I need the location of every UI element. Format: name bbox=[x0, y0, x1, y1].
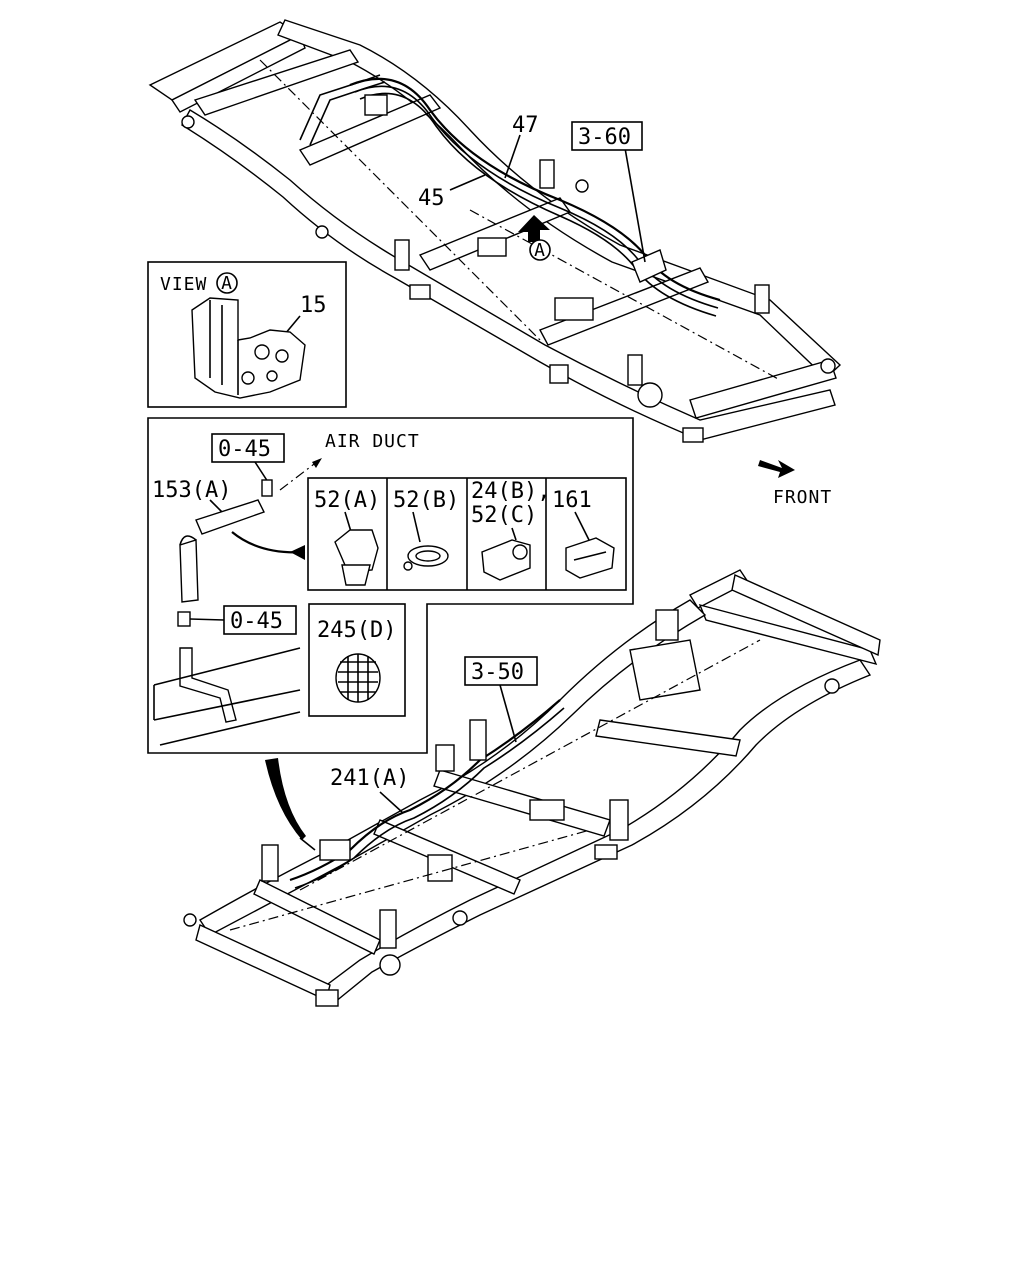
grommet-box: 245(D) bbox=[308, 603, 406, 717]
view-circle-marker: A bbox=[221, 273, 233, 294]
leader-3-50 bbox=[499, 684, 517, 743]
label-24b-line1: 24(B), bbox=[471, 479, 550, 504]
view-a-marker: A bbox=[534, 240, 546, 261]
clip-row: 52(A) 52(B) 24(B), 52(C) 161 bbox=[307, 477, 627, 591]
label-153a: 153(A) bbox=[152, 478, 231, 503]
label-0-45-bottom: 0-45 bbox=[230, 609, 283, 634]
view-title: VIEW bbox=[160, 274, 207, 295]
label-52a: 52(A) bbox=[314, 488, 380, 513]
label-front: FRONT bbox=[773, 487, 832, 508]
label-241a: 241(A) bbox=[330, 766, 409, 791]
label-24b-line2: 52(C) bbox=[471, 503, 537, 528]
front-indicator: FRONT bbox=[758, 460, 832, 508]
upper-chassis-frame bbox=[148, 19, 842, 443]
label-161: 161 bbox=[552, 488, 592, 513]
ref-box-3-60 bbox=[571, 121, 643, 151]
label-52b: 52(B) bbox=[393, 488, 459, 513]
lower-chassis-frame bbox=[183, 569, 881, 1007]
view-a-inset: VIEW A 15 bbox=[147, 261, 347, 408]
leader-3-60 bbox=[624, 147, 646, 263]
label-3-50: 3-50 bbox=[471, 660, 524, 685]
leader-47 bbox=[504, 134, 521, 179]
label-15: 15 bbox=[300, 293, 327, 318]
ref-box-0-45-top bbox=[211, 433, 285, 463]
leader-45 bbox=[449, 174, 486, 191]
label-air-duct: AIR DUCT bbox=[325, 431, 420, 452]
view-a-arrow: A bbox=[518, 215, 551, 261]
detail-pointer-arrow bbox=[265, 758, 306, 840]
leader-241a bbox=[379, 791, 403, 813]
label-45: 45 bbox=[418, 186, 445, 211]
label-245d: 245(D) bbox=[317, 618, 396, 643]
ref-box-3-50 bbox=[464, 656, 538, 686]
label-0-45-top: 0-45 bbox=[218, 437, 271, 462]
detail-panel: 0-45 AIR DUCT 153(A) 0-45 52 bbox=[147, 417, 634, 754]
ref-box-0-45-bottom bbox=[223, 605, 297, 635]
label-3-60: 3-60 bbox=[578, 125, 631, 150]
label-47: 47 bbox=[512, 113, 539, 138]
